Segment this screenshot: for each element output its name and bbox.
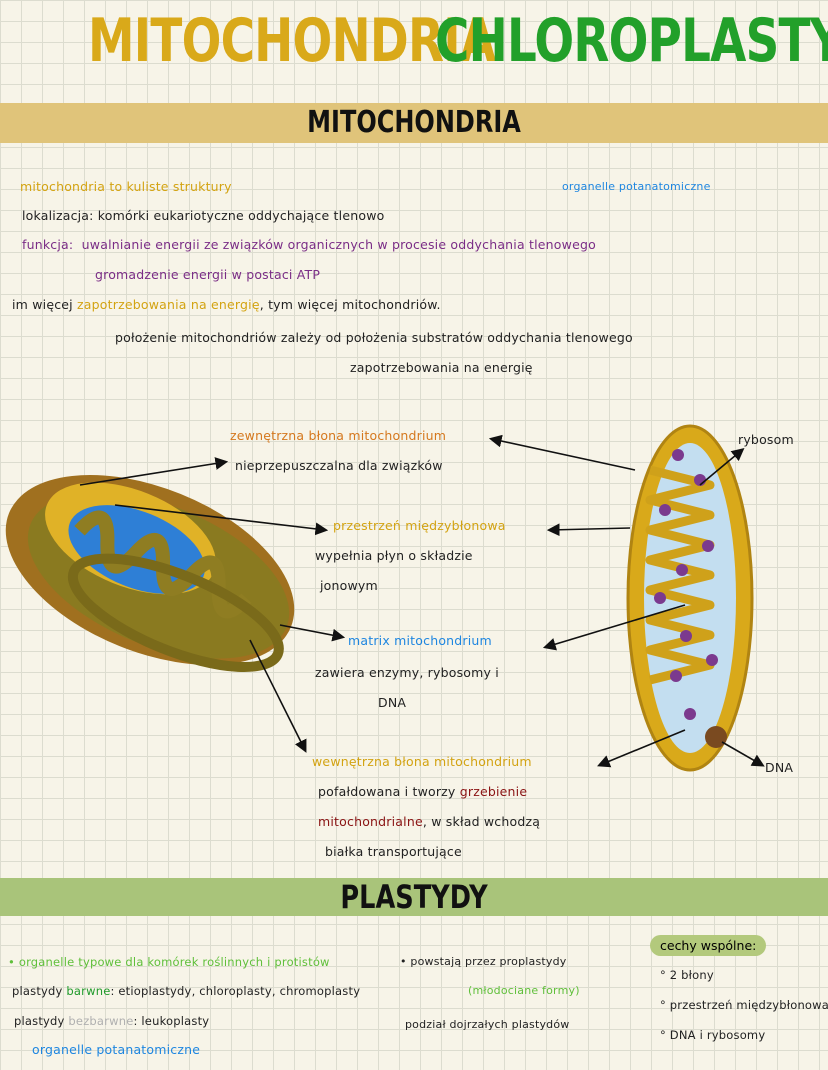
intro-line: mitochondria to kuliste struktury <box>20 179 232 194</box>
intro-line: funkcja: uwalnianie energii ze związków … <box>22 237 596 252</box>
t: plastydy <box>12 984 67 998</box>
matrix-label: matrix mitochondrium <box>348 633 492 648</box>
inner-membrane-label: wewnętrzna błona mitochondrium <box>312 754 532 769</box>
intro-line: położenie mitochondriów zależy od położe… <box>115 330 633 345</box>
title-mitochondria: MITOCHONDRIA <box>88 6 496 76</box>
intro-line: im więcej zapotrzebowania na energię, ty… <box>12 297 441 312</box>
t: plastydy <box>14 1014 69 1028</box>
intro-line: zapotrzebowania na energię <box>350 360 533 375</box>
ribosome-label: rybosom <box>738 432 794 447</box>
plastid-note: podział dojrzałych plastydów <box>405 1018 570 1031</box>
section-heading: PLASTYDY <box>340 878 488 916</box>
plastid-note: organelle potanatomiczne <box>32 1042 201 1057</box>
t: : etioplastydy, chloroplasty, chromoplas… <box>110 984 361 998</box>
mitochondrion-section-illustration <box>626 424 754 772</box>
intermembrane-label: przestrzeń międzybłonowa <box>333 518 506 533</box>
t: mitochondrialne <box>318 814 423 829</box>
plastid-note: (młodociane formy) <box>468 984 580 997</box>
mitochondrion-3d-illustration <box>5 475 295 673</box>
plastid-note: plastydy bezbarwne: leukoplasty <box>14 1014 209 1028</box>
plastid-note: plastydy barwne: etioplastydy, chloropla… <box>12 984 360 998</box>
outer-membrane-label: zewnętrzna błona mitochondrium <box>230 428 447 443</box>
label: funkcja: <box>22 237 74 252</box>
title-chloroplasty: CHLOROPLASTY <box>435 6 828 76</box>
plastid-note: • powstają przez proplastydy <box>400 955 567 968</box>
t: : leukoplasty <box>133 1014 210 1028</box>
common-features-title: cechy wspólne: <box>650 935 767 956</box>
intermembrane-desc: wypełnia płyn o składzie <box>315 548 473 563</box>
arrows <box>79 434 765 768</box>
dna-label: DNA <box>765 760 794 775</box>
t: barwne <box>66 984 111 998</box>
t: pofałdowana i tworzy <box>318 784 460 799</box>
inner-membrane-desc: białka transportujące <box>325 844 462 859</box>
matrix-desc: zawiera enzymy, rybosomy i <box>315 665 499 680</box>
intro-line: gromadzenie energii w postaci ATP <box>95 267 321 282</box>
t: zapotrzebowania na energię <box>77 297 260 312</box>
matrix-desc: DNA <box>378 695 407 710</box>
common-feature: ° DNA i rybosomy <box>660 1028 766 1042</box>
t: , tym więcej mitochondriów. <box>259 297 441 312</box>
common-feature: ° 2 błony <box>660 968 714 982</box>
text: uwalnianie energii ze związków organiczn… <box>81 237 596 252</box>
intro-line: lokalizacja: komórki eukariotyczne oddyc… <box>22 208 385 223</box>
intermembrane-desc: jonowym <box>320 578 378 593</box>
section-band-plastydy: PLASTYDY <box>0 878 828 916</box>
t: bezbarwne <box>68 1014 134 1028</box>
inner-membrane-desc: pofałdowana i tworzy grzebienie <box>318 784 527 799</box>
section-heading: MITOCHONDRIA <box>307 105 521 140</box>
common-feature: ° przestrzeń międzybłonowa <box>660 998 828 1012</box>
intro-note: organelle potanatomiczne <box>562 180 711 193</box>
plastid-note: • organelle typowe dla komórek roślinnyc… <box>8 955 330 969</box>
t: im więcej <box>12 297 73 312</box>
outer-membrane-desc: nieprzepuszczalna dla związków <box>235 458 443 473</box>
t: grzebienie <box>459 784 528 799</box>
section-band-mitochondria: MITOCHONDRIA <box>0 103 828 143</box>
t: , w skład wchodzą <box>422 814 541 829</box>
inner-membrane-desc: mitochondrialne, w skład wchodzą <box>318 814 540 829</box>
